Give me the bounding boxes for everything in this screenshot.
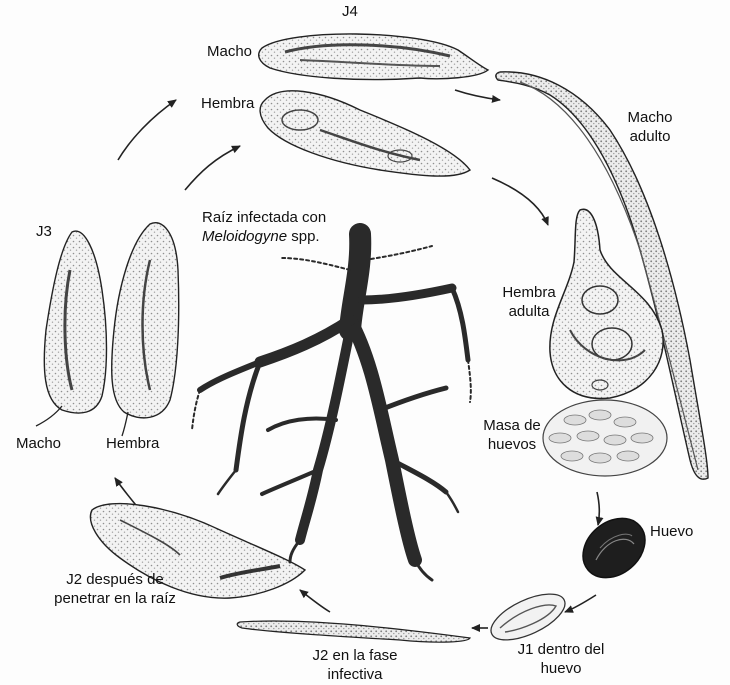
adult-female-label-line1: Hembra — [494, 283, 564, 302]
j1-label-line1: J1 dentro del — [506, 640, 616, 659]
root-label: Raíz infectada con Meloidogyne spp. — [202, 208, 326, 246]
adult-male-label-line1: Macho — [610, 108, 690, 127]
root-label-line1: Raíz infectada con — [202, 208, 326, 227]
j3-female-nematode — [112, 223, 179, 436]
arrow-j4-to-adult-male — [455, 90, 500, 100]
adult-female-label: Hembra adulta — [494, 283, 564, 321]
adult-female-label-line2: adulta — [494, 302, 564, 321]
infected-root — [192, 234, 471, 580]
adult-male-label: Macho adulto — [610, 108, 690, 146]
j4-label: J4 — [342, 2, 358, 21]
adult-male-label-line2: adulto — [610, 127, 690, 146]
j2-root-label-line2: penetrar en la raíz — [40, 589, 190, 608]
root-label-genus: Meloidogyne — [202, 228, 287, 245]
root-label-spp: spp. — [287, 228, 320, 245]
j1-label: J1 dentro del huevo — [506, 640, 616, 678]
egg-mass — [543, 400, 667, 476]
root-label-line2: Meloidogyne spp. — [202, 227, 326, 246]
j3-female-label: Hembra — [106, 434, 159, 453]
arrow-j3-to-j4 — [118, 100, 176, 160]
egg-label: Huevo — [650, 522, 693, 541]
j4-female-label: Hembra — [201, 94, 254, 113]
j1-label-line2: huevo — [506, 659, 616, 678]
egg-mass-label: Masa de huevos — [476, 416, 548, 454]
j2-root-label-line1: J2 después de — [40, 570, 190, 589]
j4-male-label: Macho — [207, 42, 252, 61]
j3-male-nematode — [36, 231, 107, 426]
j3-male-label: Macho — [16, 434, 61, 453]
j4-male-nematode — [259, 34, 488, 80]
j2-infective-label-line2: infectiva — [300, 665, 410, 684]
j3-label: J3 — [36, 222, 52, 241]
arrow-egg-to-j1 — [565, 595, 596, 612]
arrow-j2-infective-to-j2-root — [300, 590, 330, 612]
egg-mass-label-line2: huevos — [476, 435, 548, 454]
egg-mass-label-line1: Masa de — [476, 416, 548, 435]
j2-root-label: J2 después de penetrar en la raíz — [40, 570, 190, 608]
arrow-eggmass-to-egg — [597, 492, 599, 525]
j4-female-nematode — [260, 91, 470, 176]
j2-infective-label: J2 en la fase infectiva — [300, 646, 410, 684]
arrow-root-to-j4-female — [185, 146, 240, 190]
j2-infective-nematode — [237, 621, 470, 642]
j2-infective-label-line1: J2 en la fase — [300, 646, 410, 665]
egg — [571, 506, 657, 590]
arrow-j4-female-to-adult-female — [492, 178, 548, 225]
